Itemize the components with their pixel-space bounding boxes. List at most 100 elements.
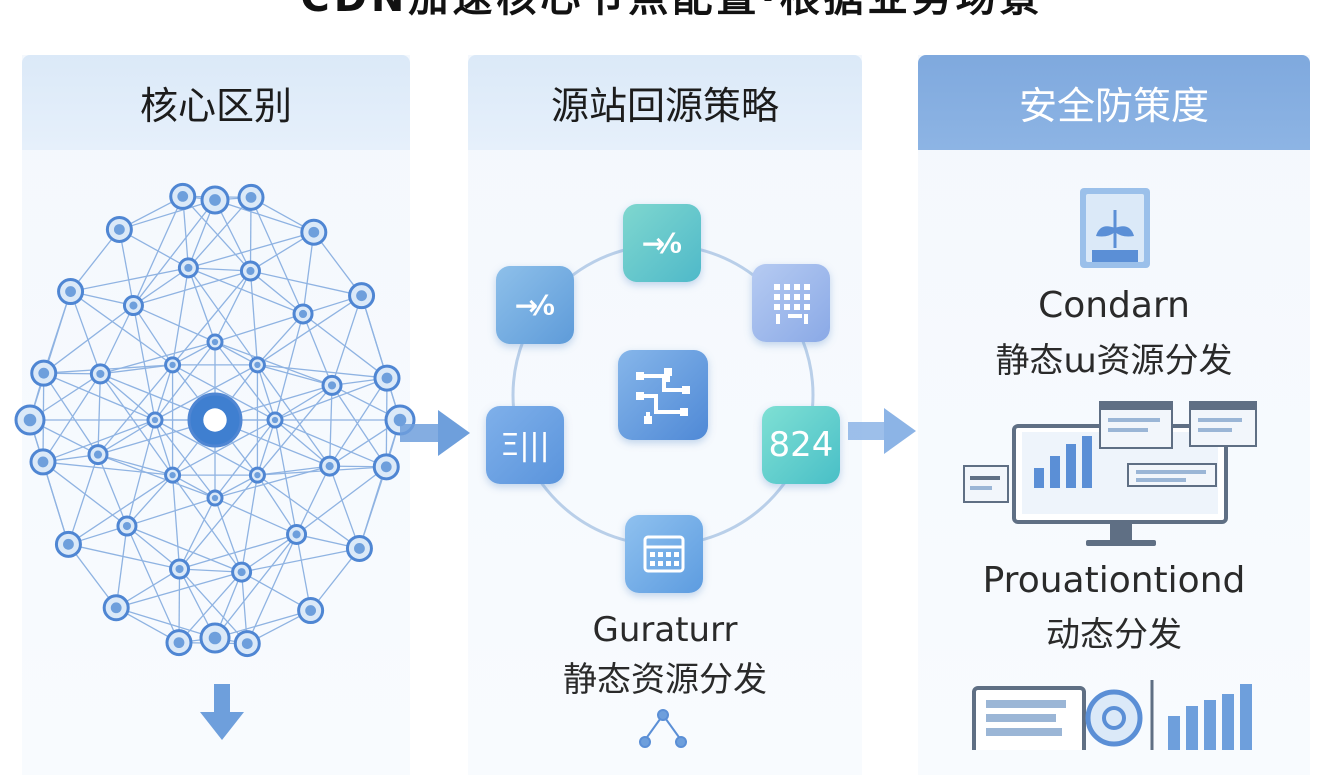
network-link [154, 419, 174, 476]
network-node-core [184, 263, 193, 272]
network-node-core [129, 301, 138, 310]
network-node-core [241, 638, 253, 650]
network-link [42, 373, 101, 463]
circuit-icon [618, 350, 708, 440]
network-link [188, 267, 304, 315]
network-link [178, 497, 216, 570]
column-header-core-difference: 核心区别 [22, 55, 410, 150]
network-link [97, 453, 216, 499]
network-link [274, 384, 333, 421]
gear-icon [1085, 680, 1154, 750]
network-node-core [173, 637, 185, 649]
network-link [100, 341, 216, 375]
arrow-down-icon [200, 684, 244, 740]
network-link [69, 291, 101, 375]
right-caption1-en: Condarn [1038, 285, 1190, 326]
network-link [257, 364, 333, 387]
network-link [241, 547, 360, 573]
network-link [29, 291, 72, 421]
network-link [43, 372, 99, 455]
network-link [97, 419, 156, 456]
right-caption2-cn: 动态分发 [1046, 615, 1182, 655]
network-node-core [245, 191, 257, 203]
network-link [256, 384, 333, 476]
arrow-right-icon [400, 410, 470, 456]
network-node-core [177, 190, 189, 202]
network-node-core [169, 472, 176, 479]
calendar-icon [625, 515, 703, 593]
network-link [126, 525, 242, 573]
column-header-security: 安全防策度 [918, 55, 1310, 150]
column-header-origin-strategy: 源站回源策略 [468, 55, 862, 150]
network-node-core [96, 369, 105, 378]
network-node-core [237, 568, 246, 577]
network-node-core [23, 413, 37, 427]
network-link [240, 475, 259, 573]
right-caption1-cn: 静态ɯ资源分发 [995, 341, 1233, 381]
middle-caption-cn: 静态资源分发 [563, 660, 767, 700]
network-node-core [65, 286, 76, 297]
network-node-core [356, 290, 367, 302]
network-link [214, 497, 297, 536]
network-node-core [298, 309, 308, 319]
network-link [187, 267, 258, 366]
network-node-core [38, 367, 50, 379]
network-link [214, 609, 311, 639]
network-node-core [63, 538, 74, 550]
network-link [274, 313, 304, 421]
network-node-core [93, 450, 103, 459]
network-link [126, 474, 174, 527]
network-link [214, 341, 276, 421]
network-link [214, 341, 333, 387]
arrow-percent-icon: →⁄₀ [496, 266, 574, 344]
network-link [302, 313, 333, 386]
network-link [99, 373, 174, 476]
network-link [99, 373, 156, 421]
network-link [179, 533, 297, 570]
network-link [133, 270, 251, 307]
network-link [126, 525, 180, 643]
network-node-core [113, 224, 125, 235]
network-node-core [354, 543, 365, 554]
network-node-core [292, 530, 301, 539]
network-link [250, 270, 304, 315]
network-node-core [110, 602, 122, 614]
network-link [249, 270, 259, 365]
network-link [42, 461, 173, 476]
network-link [274, 419, 298, 535]
arrow-percent-icon: →⁄₀ [623, 204, 701, 282]
laptop-icon [972, 686, 1086, 750]
right-graphics [963, 188, 1257, 750]
network-link [154, 419, 216, 499]
network-link [126, 497, 216, 527]
network-link [100, 364, 173, 375]
network-link [187, 196, 252, 269]
network-link [97, 454, 128, 527]
network-link [214, 534, 298, 639]
network-link [214, 497, 243, 573]
network-node-core [254, 361, 261, 368]
network-link [257, 465, 330, 476]
network-link [250, 270, 362, 297]
network-link [256, 364, 331, 467]
network-node-core [305, 605, 317, 616]
network-link [126, 525, 180, 570]
network-node-core [211, 494, 219, 502]
network-link [295, 465, 331, 535]
network-link [171, 267, 190, 365]
right-caption2-en: Prouationtiond [982, 560, 1246, 601]
network-node-core [271, 416, 279, 424]
network-link [132, 305, 156, 421]
network-node-core [246, 266, 255, 276]
page-title: CDN加速核心节点配置·根据业务场景 [0, 0, 1344, 18]
bars-icon: Ξ||| [486, 406, 564, 484]
network-link [250, 197, 304, 315]
network-link [329, 465, 361, 549]
network-node-core [380, 461, 392, 473]
network-link [97, 373, 102, 455]
network-diagram [14, 182, 416, 658]
network-link [257, 474, 360, 549]
network-link [214, 199, 315, 233]
network-link [214, 313, 304, 343]
network-link [296, 466, 387, 535]
